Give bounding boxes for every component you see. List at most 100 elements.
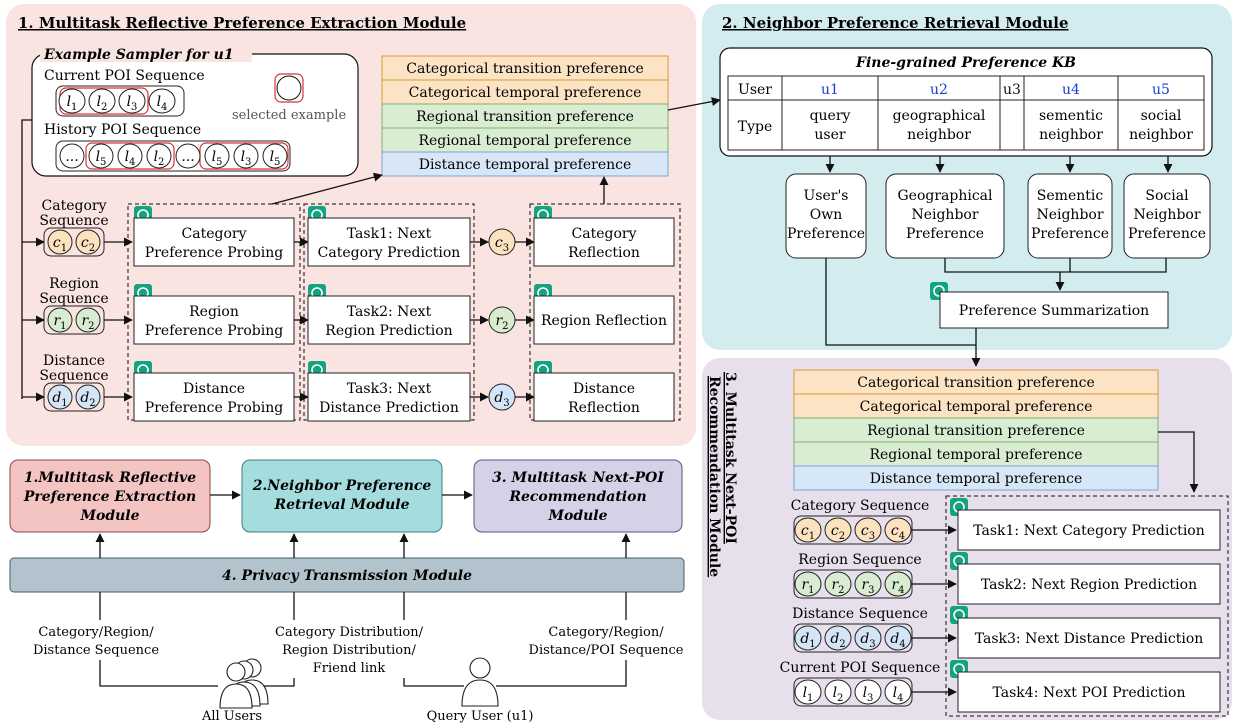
kb-user-4: u5: [1152, 82, 1170, 98]
privacy-module-label: 4. Privacy Transmission Module: [222, 568, 472, 584]
distance-seq-item-0: d1: [52, 390, 67, 409]
summarization-box: [939, 291, 1169, 329]
rec-seq-0-item-2-cell: [854, 517, 882, 543]
module-2-line2: Retrieval Module: [273, 497, 409, 513]
kb-title: Fine-grained Preference KB: [855, 55, 1076, 71]
kb-table: UserTypeu1queryuseru2geographicalneighbo…: [727, 75, 1205, 151]
rec-task-3-box: [957, 671, 1221, 713]
selected-example-circle: [276, 75, 302, 101]
neighbor-pref-2-line2: Neighbor: [1036, 207, 1103, 223]
summarization-label: Preference Summarization: [959, 303, 1149, 319]
rec-seq-0-item-1: c2: [831, 523, 845, 542]
mid-label-bg: [268, 620, 430, 678]
module-1-line3: Module: [79, 508, 139, 524]
module-2-line1: 2.Neighbor Preference: [252, 478, 432, 494]
all-users-icon: [219, 658, 269, 709]
module-1-box: [9, 459, 211, 533]
rec-seq-3-item-1-cell: [824, 679, 852, 705]
neighbor-pref-3-box: [1123, 173, 1211, 259]
rec-task-3-label: Task4: Next POI Prediction: [993, 685, 1186, 701]
current-poi-3-cell: [148, 88, 176, 114]
category-seq-item-1: c2: [81, 235, 95, 254]
kb-user-0: u1: [821, 82, 839, 98]
bottom-pref-2: Regional transition preference: [867, 423, 1085, 439]
task-2-box: [307, 372, 471, 422]
current-poi-3: l4: [157, 94, 168, 113]
history-poi-3: l2: [154, 149, 165, 168]
history-seq-frame: [55, 140, 291, 172]
category-seq-item-0-cell: [47, 229, 73, 255]
top-pref-4: Distance temporal preference: [419, 157, 632, 173]
kb-type-0-line1: query: [810, 108, 851, 124]
rec-seq-3-item-0-cell: [794, 679, 822, 705]
rec-seq-2-item-3-cell: [884, 625, 912, 651]
reflection-0-line2: Reflection: [568, 245, 640, 261]
rec-seq-2-item-2-cell: [854, 625, 882, 651]
task-1-box: [307, 295, 471, 345]
query-user-icon: [461, 657, 499, 707]
rec-seq-1-item-1: r2: [831, 577, 844, 596]
top-pref-3-box: [381, 127, 669, 153]
rec-task-group: [945, 495, 1229, 717]
task-0-line2: Category Prediction: [318, 245, 461, 261]
distance-seq-label-2: Sequence: [39, 368, 108, 384]
rec-seq-1-item-1-cell: [824, 571, 852, 597]
privacy-module-box: [9, 557, 685, 593]
probing-2-line2: Preference Probing: [145, 400, 283, 416]
neighbor-pref-3-line3: Preference: [1128, 226, 1206, 242]
top-pref-2: Regional transition preference: [416, 109, 634, 125]
module-3-line2: Recommendation: [508, 489, 646, 505]
mid-label-line1: Category Distribution/: [275, 625, 424, 640]
probing-1-line1: Region: [189, 304, 239, 320]
kb-type-3-line2: neighbor: [1039, 127, 1103, 143]
rec-seq-0-item-2: c3: [861, 523, 875, 542]
reflection-2-line2: Reflection: [568, 400, 640, 416]
rec-seq-label-3: Current POI Sequence: [780, 660, 941, 676]
kb-type-4-line2: neighbor: [1129, 127, 1193, 143]
rec-seq-1-item-2: r3: [861, 577, 874, 596]
neighbor-pref-0-line3: Preference: [787, 226, 865, 242]
history-poi-5-cell: [204, 143, 230, 169]
reflection-1-box: [533, 295, 675, 345]
kb-type-3-line1: sementic: [1039, 108, 1103, 124]
distance-seq-item-0-cell: [47, 384, 73, 410]
category-seq-label-2: Sequence: [39, 213, 108, 229]
rec-seq-1-item-2-cell: [854, 571, 882, 597]
category-seq-label-1: Category: [42, 198, 107, 214]
neighbor-pref-2-line3: Preference: [1031, 226, 1109, 242]
neighbor-pref-1-line2: Neighbor: [911, 207, 978, 223]
current-poi-1: l2: [97, 94, 108, 113]
history-poi-5: l5: [212, 149, 223, 168]
probing-2-line1: Distance: [183, 381, 245, 397]
bottom-pref-3-box: [793, 441, 1159, 467]
reflection-1-line1: Region Reflection: [541, 313, 667, 329]
pref-to-kb-arrow: [667, 97, 721, 111]
kb-type-4-line1: social: [1141, 108, 1182, 124]
rec-seq-2-item-1-cell: [824, 625, 852, 651]
probing-0-line1: Category: [182, 226, 247, 242]
rec-seq-1-item-0-cell: [794, 571, 822, 597]
probing-0-line2: Preference Probing: [145, 245, 283, 261]
history-poi-4-cell: [175, 143, 201, 169]
left-label-line1: Category/Region/: [38, 625, 154, 640]
module-3-line1: 3. Multitask Next-POI: [492, 470, 664, 486]
category-seq-item-1-cell: [75, 229, 101, 255]
top-pref-4-box: [381, 151, 669, 177]
rec-seq-2-item-0: d1: [800, 631, 815, 650]
rec-seq-1-item-0: r1: [801, 577, 814, 596]
kb-type-1-line1: geographical: [893, 108, 986, 124]
preference-stack-bottom: Categorical transition preferenceCategor…: [793, 369, 1159, 491]
rec-seq-0-item-3: c4: [891, 523, 905, 542]
neighbor-pref-0-line2: Own: [810, 207, 842, 223]
history-poi-7: l5: [270, 149, 281, 168]
rec-seq-3-item-1: l2: [833, 685, 844, 704]
history-poi-label: History POI Sequence: [44, 122, 201, 138]
region-seq-item-1: r2: [81, 313, 94, 332]
rec-seq-label-1: Region Sequence: [798, 552, 921, 568]
panel-3-title-line2: Recommendation Module: [706, 376, 722, 577]
region-seq-item-1-cell: [75, 307, 101, 333]
region-seq-item-0: r1: [53, 313, 66, 332]
rec-seq-label-0: Category Sequence: [791, 498, 930, 514]
